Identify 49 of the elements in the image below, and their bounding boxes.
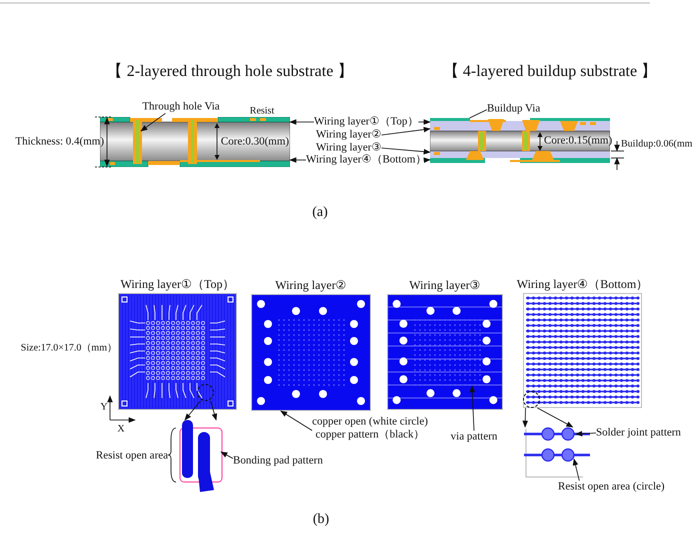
section-title: 【 2-layered through hole substrate 】 <box>106 62 354 82</box>
arrow <box>424 157 431 163</box>
part-label: Resist open area <box>96 450 168 462</box>
figure-label: (b) <box>312 512 330 528</box>
leader-label: Wiring layer④（Bottom） <box>306 154 426 166</box>
arrow <box>280 410 312 431</box>
leader-label: Buildup Via <box>487 102 540 116</box>
arrow <box>381 148 431 154</box>
leader-line <box>469 109 488 118</box>
panel-heading: Wiring layer② <box>274 278 348 294</box>
arrow <box>575 430 596 436</box>
leader-label: Through hole Via <box>142 100 220 114</box>
size-label: Size:17.0×17.0（mm） <box>20 342 117 354</box>
arrow <box>469 385 476 432</box>
arrow <box>289 119 314 125</box>
panel-heading: Wiring layer③ <box>408 278 482 294</box>
dimension-label: Core:0.30(mm) <box>220 136 290 148</box>
arrow <box>418 119 431 125</box>
arrow <box>381 126 431 136</box>
arrow <box>210 400 218 421</box>
panel-heading: Wiring layer④（Bottom） <box>516 277 650 293</box>
figure-label: (a) <box>312 204 328 222</box>
arrow <box>220 452 234 459</box>
part-label: Resist <box>250 105 274 117</box>
leader-label: copper pattern（black） <box>314 428 426 441</box>
leader-label: via pattern <box>450 430 498 444</box>
leader-label: Wiring layer③ <box>316 142 382 154</box>
arrow <box>184 400 201 421</box>
bonding-pad-drawing <box>178 420 224 492</box>
arrow <box>289 157 306 163</box>
arrow <box>572 458 580 482</box>
leader-label: Solder joint pattern <box>596 426 681 440</box>
zoom-circle <box>523 391 540 408</box>
axis-label: Y <box>100 401 108 413</box>
arrow <box>522 408 528 428</box>
zoom-circle <box>197 384 214 401</box>
leader-label: Wiring layer② <box>316 128 382 142</box>
panel-heading: Wiring layer①（Top） <box>120 277 236 293</box>
dimension-label: Core:0.15(mm) <box>544 134 612 148</box>
leader-label: Bonding pad pattern <box>233 454 323 468</box>
arrow <box>537 408 574 428</box>
axis-label: X <box>117 423 125 435</box>
section-title: 【 4-layered buildup substrate 】 <box>442 62 658 82</box>
solder-pattern-drawing <box>523 427 592 478</box>
leader-label: Resist open area (circle) <box>558 480 665 494</box>
dimension-label: Buildup:0.06(mm <box>621 138 692 150</box>
dimension-label: Thickness: 0.4(mm) <box>15 136 104 148</box>
leader-label: Wiring layer①（Top） <box>314 116 418 128</box>
leader-label: copper open (white circle) <box>312 415 428 428</box>
